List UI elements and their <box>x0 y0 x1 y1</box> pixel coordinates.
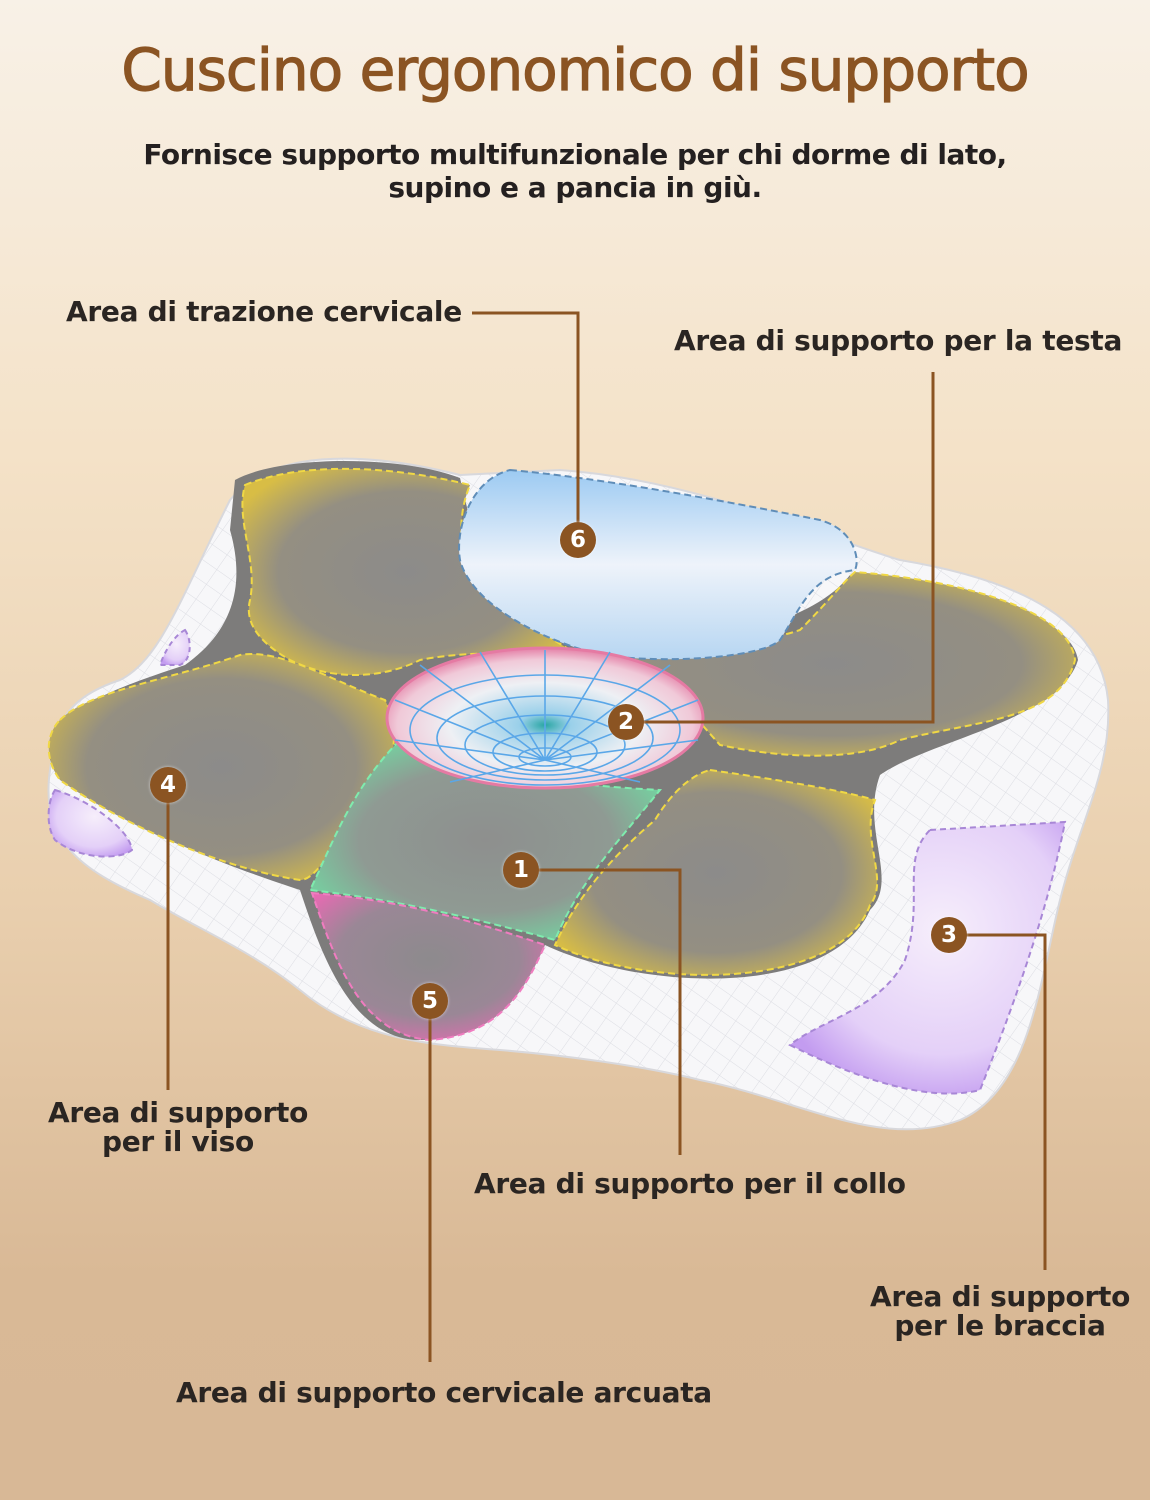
panel-upper-right <box>586 570 1077 757</box>
subtitle-line-1: Fornisce supporto multifunzionale per ch… <box>143 138 1007 171</box>
face-pad-left <box>47 788 134 858</box>
panel-lower-right <box>553 768 879 976</box>
label-cervical-traction: Area di trazione cervicale <box>66 295 462 328</box>
label-face-support-line-2: per il viso <box>102 1125 254 1158</box>
callout-badge-1: 1 <box>503 852 539 888</box>
label-face-support-line-1: Area di supporto <box>47 1096 309 1129</box>
label-arm-support-line-1: Area di supporto <box>869 1280 1131 1313</box>
label-arm-support: Area di supporto per le braccia <box>862 1282 1138 1340</box>
panel-upper-left <box>241 467 574 676</box>
leader-line-2 <box>642 372 935 724</box>
callout-badge-2: 2 <box>608 704 644 740</box>
page-subtitle: Fornisce supporto multifunzionale per ch… <box>0 138 1150 204</box>
page-title: Cuscino ergonomico di supporto <box>121 35 1030 104</box>
side-pad-upper-left <box>158 628 191 666</box>
callout-badge-6: 6 <box>560 522 596 558</box>
label-arm-support-line-2: per le braccia <box>894 1309 1106 1342</box>
label-face-support: Area di supporto per il viso <box>40 1098 316 1156</box>
head-support-bowl <box>385 646 705 790</box>
callout-badge-3: 3 <box>931 917 967 953</box>
subtitle-line-2: supino e a pancia in giù. <box>388 171 762 204</box>
cervical-traction-roll <box>458 468 858 661</box>
arm-support-pad-right <box>788 820 1067 1095</box>
leader-line-1 <box>538 868 682 1155</box>
panel-arched-cervical <box>310 891 547 1042</box>
panel-neck-support <box>308 738 663 942</box>
label-neck-support: Area di supporto per il collo <box>474 1167 906 1200</box>
callout-badge-4: 4 <box>150 767 186 803</box>
callout-badge-5: 5 <box>412 983 448 1019</box>
label-arched-cervical: Area di supporto cervicale arcuata <box>176 1376 712 1409</box>
leader-line-3 <box>966 933 1047 1270</box>
label-head-support: Area di supporto per la testa <box>674 324 1123 357</box>
leader-line-6 <box>472 311 580 522</box>
